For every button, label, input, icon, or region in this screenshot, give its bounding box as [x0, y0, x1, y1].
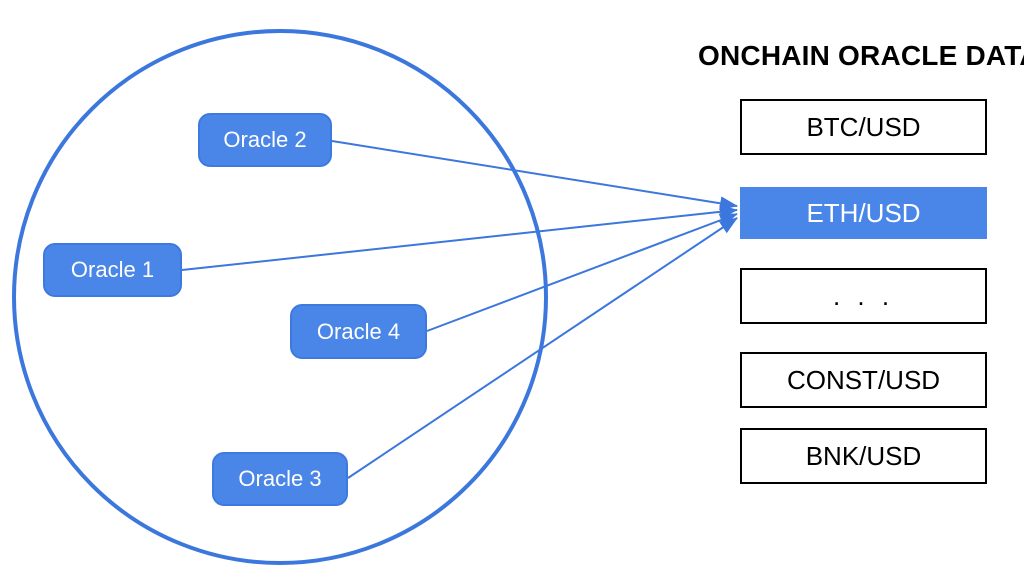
- onchain-oracle-data-title: ONCHAIN ORACLE DATA: [698, 40, 1024, 71]
- feed-label-btc-usd: BTC/USD: [806, 111, 921, 142]
- feed-label-eth-usd: ETH/USD: [806, 197, 921, 228]
- feed-box-const-usd: CONST/USD: [740, 352, 987, 408]
- connector-oracle3-to-ethusd: [347, 217, 738, 479]
- oracle-3-node: Oracle 3: [212, 452, 348, 506]
- oracle-4-label: Oracle 4: [316, 318, 401, 344]
- oracle-2-label: Oracle 2: [223, 127, 307, 152]
- oracle-4-node: Oracle 4: [290, 304, 427, 359]
- feed-label-bnk-usd: BNK/USD: [805, 440, 922, 471]
- oracle-network-circle: [12, 29, 548, 565]
- feed-box-bnk-usd: BNK/USD: [740, 428, 987, 484]
- connector-oracle1-to-ethusd: [181, 204, 738, 271]
- oracle-1-label: Oracle 1: [70, 257, 155, 282]
- oracle-3-label: Oracle 3: [238, 466, 322, 491]
- feed-label-ellipsis: . . .: [832, 280, 895, 311]
- feed-box-btc-usd: BTC/USD: [740, 99, 987, 155]
- feed-box-ellipsis: . . .: [740, 268, 987, 324]
- feed-label-const-usd: CONST/USD: [786, 364, 941, 395]
- connector-oracle4-to-ethusd: [426, 213, 738, 332]
- oracle-2-node: Oracle 2: [198, 113, 332, 167]
- feed-box-eth-usd: ETH/USD: [740, 187, 987, 239]
- connector-oracle2-to-ethusd: [331, 140, 738, 211]
- oracle-1-node: Oracle 1: [43, 243, 182, 297]
